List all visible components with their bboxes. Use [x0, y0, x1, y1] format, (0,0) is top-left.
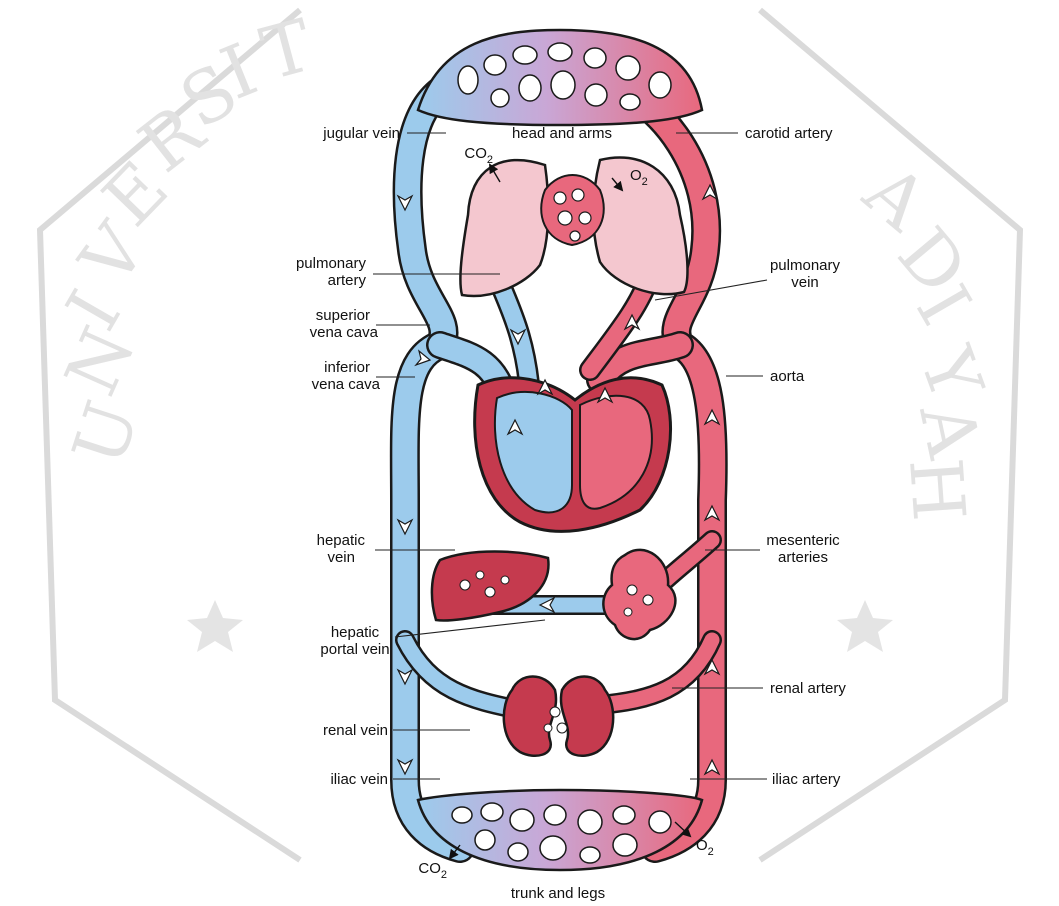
label-o2-bottom: O2 [696, 837, 714, 858]
label-hepatic-vein-2: vein [327, 549, 355, 566]
intestine [603, 550, 675, 639]
capillary-hole [580, 847, 600, 863]
label-iliac-artery: iliac artery [772, 771, 841, 788]
label-mesenteric-arteries-2: arteries [778, 549, 828, 566]
capillary-hole [485, 587, 495, 597]
right-kidney [561, 677, 613, 756]
capillary-hole [572, 189, 584, 201]
capillary-hole [613, 806, 635, 824]
capillary-hole [544, 724, 552, 732]
label-trunk-legs: trunk and legs [511, 885, 605, 902]
label-jugular-vein: jugular vein [322, 125, 400, 142]
label-pulmonary-vein-2: vein [791, 274, 819, 291]
capillary-hole [616, 56, 640, 80]
label-inferior-vena-cava-2: vena cava [312, 376, 381, 393]
label-superior-vena-cava-2: vena cava [310, 324, 379, 341]
capillary-hole [484, 55, 506, 75]
watermark-star-left [187, 600, 243, 652]
capillary-hole [627, 585, 637, 595]
capillary-hole [578, 810, 602, 834]
capillary-hole [460, 580, 470, 590]
capillary-hole [557, 723, 567, 733]
label-carotid-artery: carotid artery [745, 125, 833, 142]
label-co2-top: CO2 [464, 145, 493, 166]
watermark-letter: T [253, 3, 321, 97]
capillary-hole [476, 571, 484, 579]
capillary-hole [550, 707, 560, 717]
capillary-hole [558, 211, 572, 225]
label-head-arms: head and arms [512, 125, 612, 142]
capillary-hole [649, 811, 671, 833]
watermark-letter: U [56, 392, 155, 476]
capillary-hole [579, 212, 591, 224]
capillary-hole [624, 608, 632, 616]
label-mesenteric-arteries-1: mesenteric [766, 532, 840, 549]
label-pulmonary-artery-2: artery [328, 272, 367, 289]
capillary-hole [501, 576, 509, 584]
watermark-right-letters: A D I Y A H [848, 148, 999, 524]
capillary-hole [585, 84, 607, 106]
capillary-hole [551, 71, 575, 99]
left-lung [460, 160, 548, 296]
capillary-hole [584, 48, 606, 68]
label-hepatic-vein-1: hepatic [317, 532, 366, 549]
capillary-hole [544, 805, 566, 825]
capillary-hole [452, 807, 472, 823]
intestine-organ [603, 550, 675, 639]
label-renal-artery: renal artery [770, 680, 846, 697]
capillary-hole [519, 75, 541, 101]
label-pulmonary-vein-1: pulmonary [770, 257, 841, 274]
label-pulmonary-artery-1: pulmonary [296, 255, 367, 272]
head-arms-capillaries [418, 30, 702, 125]
label-inferior-vena-cava-1: inferior [324, 359, 370, 376]
capillary-hole [554, 192, 566, 204]
main-vein [405, 85, 460, 848]
kidneys [504, 677, 613, 756]
label-superior-vena-cava-1: superior [316, 307, 370, 324]
capillary-hole [513, 46, 537, 64]
label-iliac-vein: iliac vein [330, 771, 388, 788]
label-renal-vein: renal vein [323, 722, 388, 739]
label-hepatic-portal-vein-1: hepatic [331, 624, 380, 641]
capillary-hole [458, 66, 478, 94]
lungs [460, 157, 687, 295]
label-co2-bottom: CO2 [418, 860, 447, 881]
capillary-hole [491, 89, 509, 107]
label-aorta: aorta [770, 368, 805, 385]
capillary-hole [481, 803, 503, 821]
capillary-hole [548, 43, 572, 61]
watermark-letter: A [903, 395, 996, 465]
capillary-hole [613, 834, 637, 856]
heart [475, 378, 671, 532]
capillary-hole [620, 94, 640, 110]
watermark-star-right [837, 600, 893, 652]
capillary-hole [510, 809, 534, 831]
capillary-hole [570, 231, 580, 241]
capillary-hole [508, 843, 528, 861]
capillary-hole [540, 836, 566, 860]
left-kidney [504, 677, 556, 756]
capillary-hole [475, 830, 495, 850]
watermark-left-letters: U N I V E R S I T [49, 3, 321, 475]
capillary-hole [649, 72, 671, 98]
capillary-hole [643, 595, 653, 605]
watermark-letter: H [893, 455, 981, 524]
label-hepatic-portal-vein-2: portal vein [320, 641, 389, 658]
